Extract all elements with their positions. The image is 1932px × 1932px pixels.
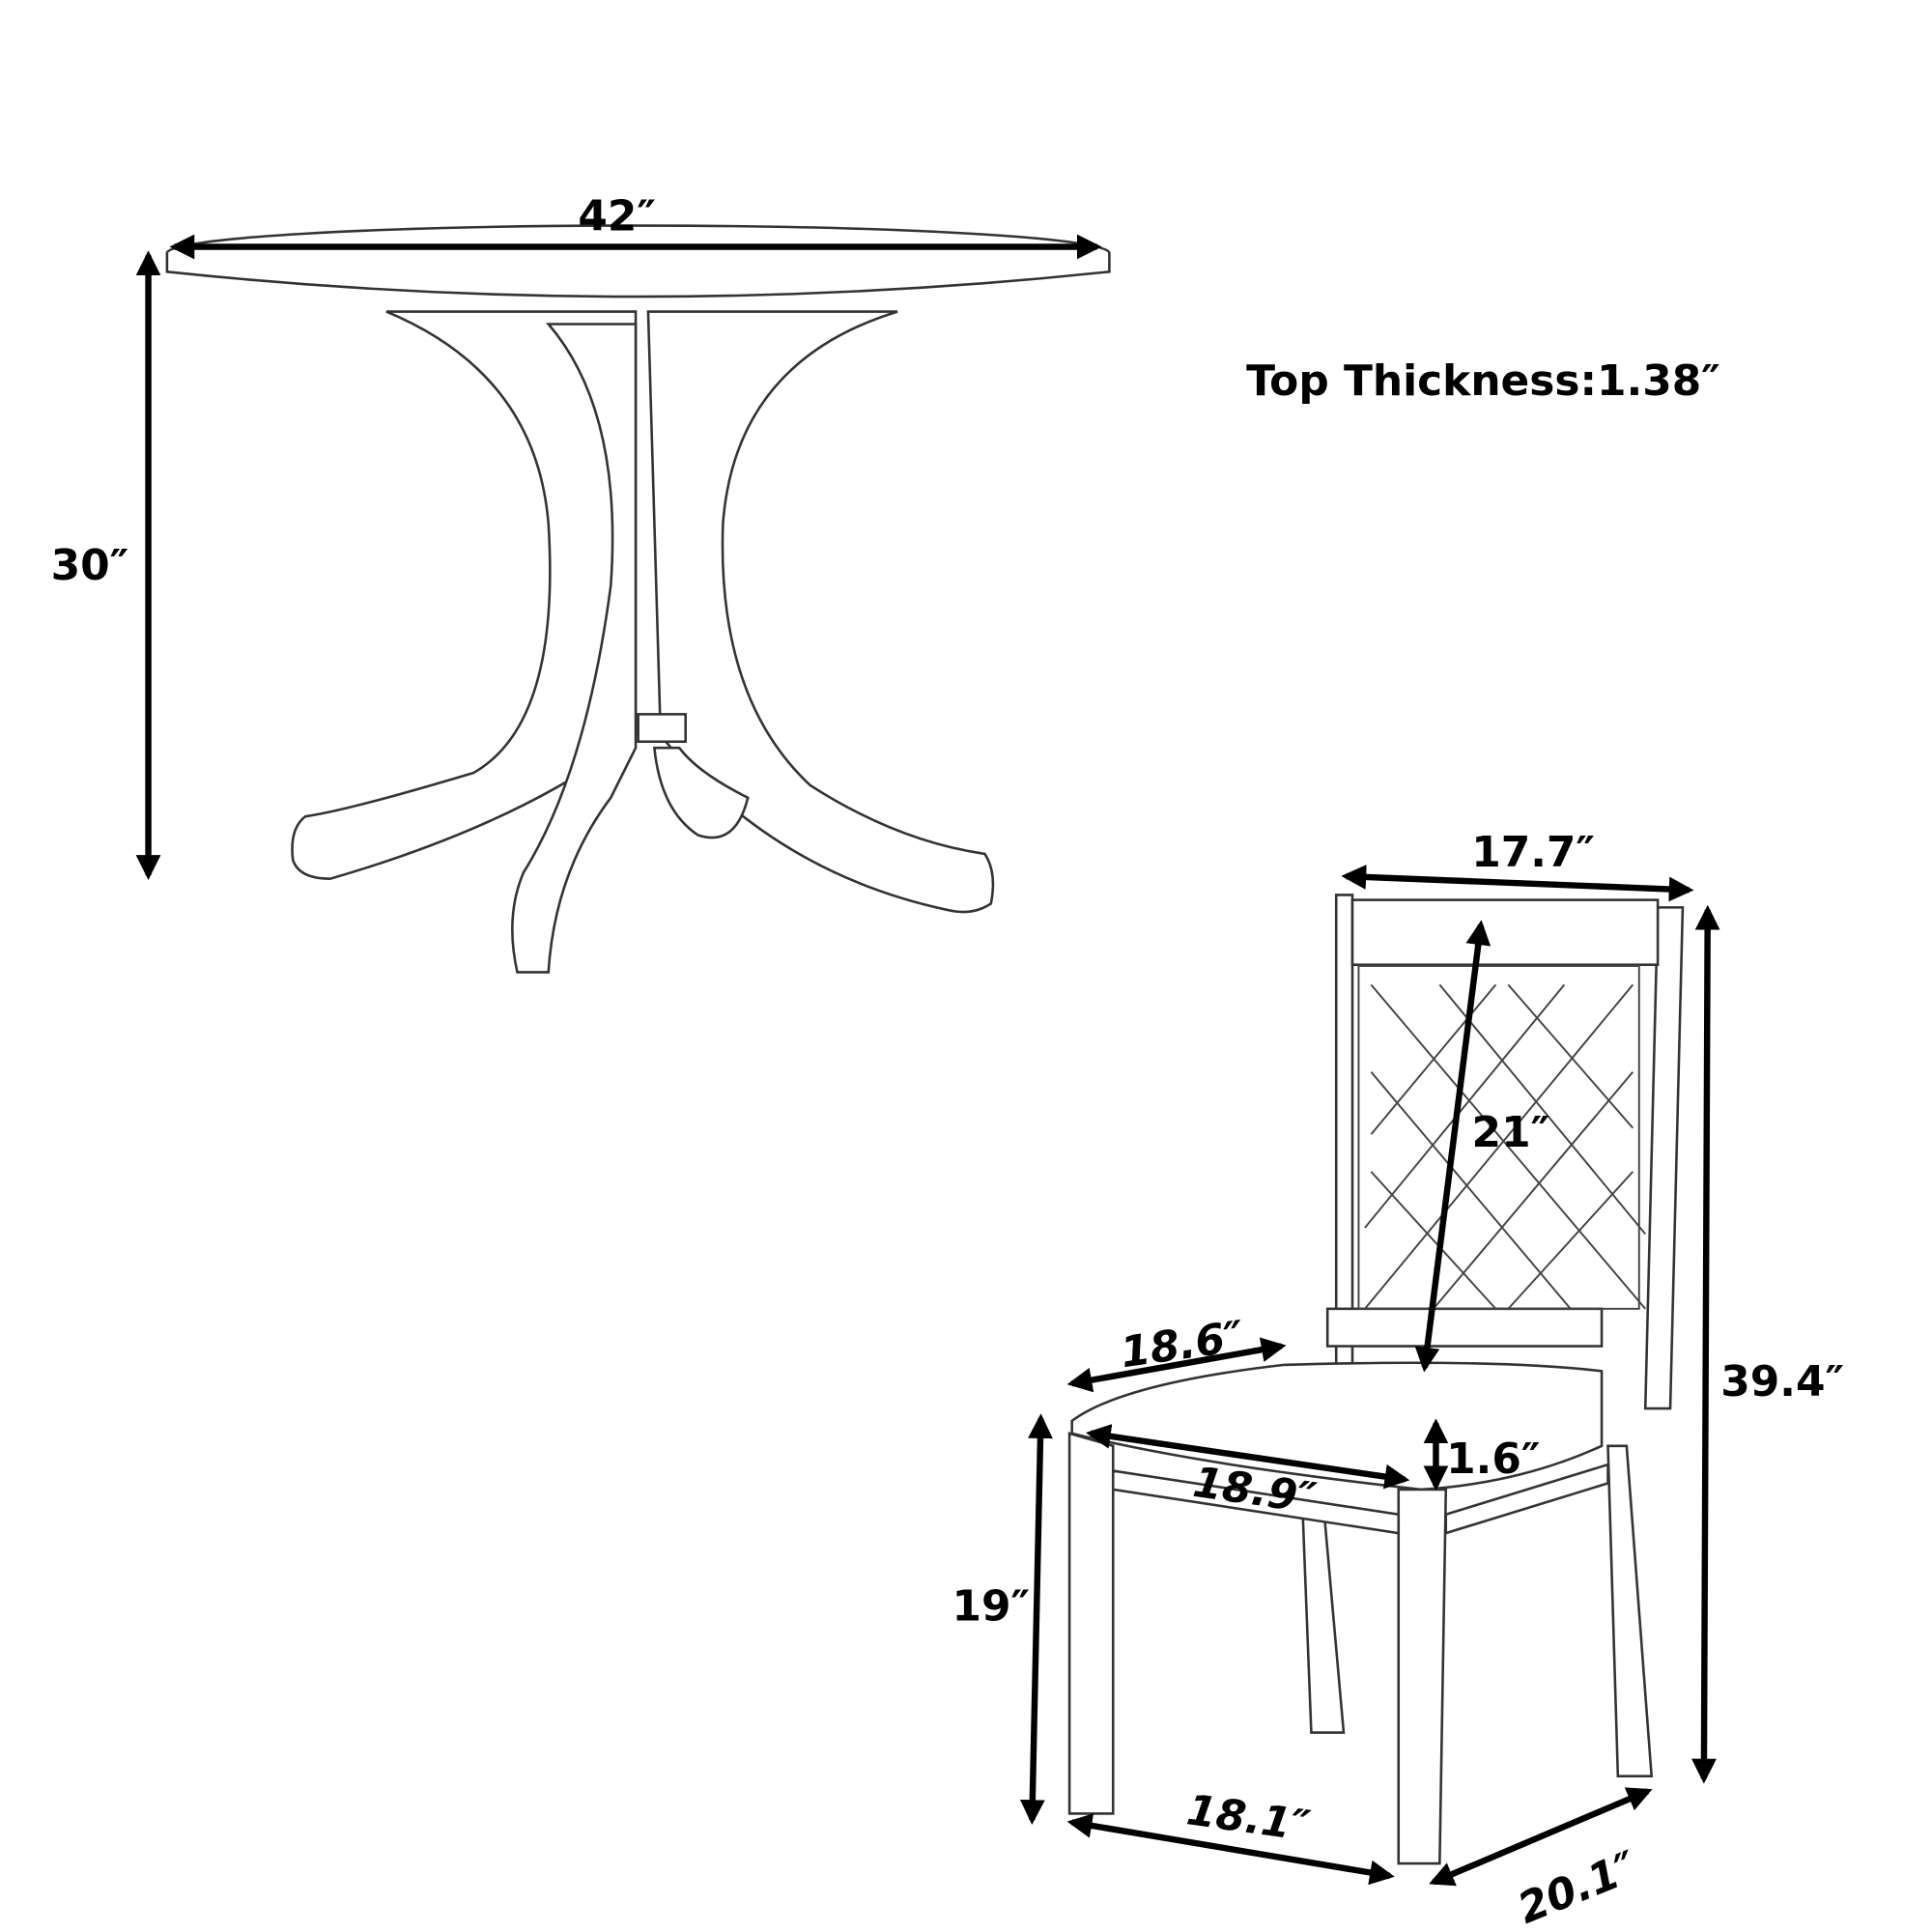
chair-leg-front-right: [1397, 1488, 1448, 1865]
chair-lower-rail: [1325, 1307, 1604, 1348]
base-depth-label: 20.1″: [1511, 1842, 1644, 1932]
seat-depth-arrow: [1066, 1337, 1287, 1393]
table-leg-back: [652, 746, 750, 839]
chair-back-height-label: 21″: [1472, 1108, 1550, 1157]
seat-thickness-label: 1.6″: [1446, 1435, 1540, 1484]
table-leg-right: [646, 310, 995, 914]
chair-back-post-right: [1643, 906, 1685, 1410]
table-width-label: 42″: [578, 192, 656, 242]
chair-leg-front-left: [1067, 1432, 1115, 1815]
top-thickness-label: Top Thickness:1.38″: [1246, 356, 1720, 406]
table-leg-front: [511, 323, 638, 974]
base-depth-arrow: [1429, 1787, 1653, 1887]
table-top-edge: [165, 252, 1111, 298]
chair-apron-side: [1444, 1463, 1609, 1535]
chair-overall-height-label: 39.4″: [1720, 1357, 1844, 1406]
seat-height-label: 19″: [952, 1581, 1030, 1631]
chair-back-height-arrow: [1414, 920, 1492, 1373]
chair-leg-back-left: [1301, 1507, 1346, 1734]
seat-width-arrow: [1085, 1424, 1410, 1490]
seat-height-arrow: [1019, 1413, 1053, 1826]
chair-back-width-label: 17.7″: [1471, 828, 1595, 877]
table-leg-joint: [637, 713, 687, 744]
table-drawing: [165, 224, 1111, 974]
chair-back-width-arrow: [1341, 865, 1694, 902]
chair-leg-back-right: [1606, 1444, 1654, 1777]
table-leg-left: [291, 310, 638, 880]
chair-overall-height-arrow: [1691, 904, 1720, 1784]
table-height-label: 30″: [51, 541, 129, 590]
base-width-arrow: [1066, 1813, 1395, 1886]
seat-depth-label: 18.6″: [1118, 1312, 1247, 1378]
chair-top-rail: [1350, 898, 1660, 966]
chair-drawing: [1067, 894, 1685, 1865]
